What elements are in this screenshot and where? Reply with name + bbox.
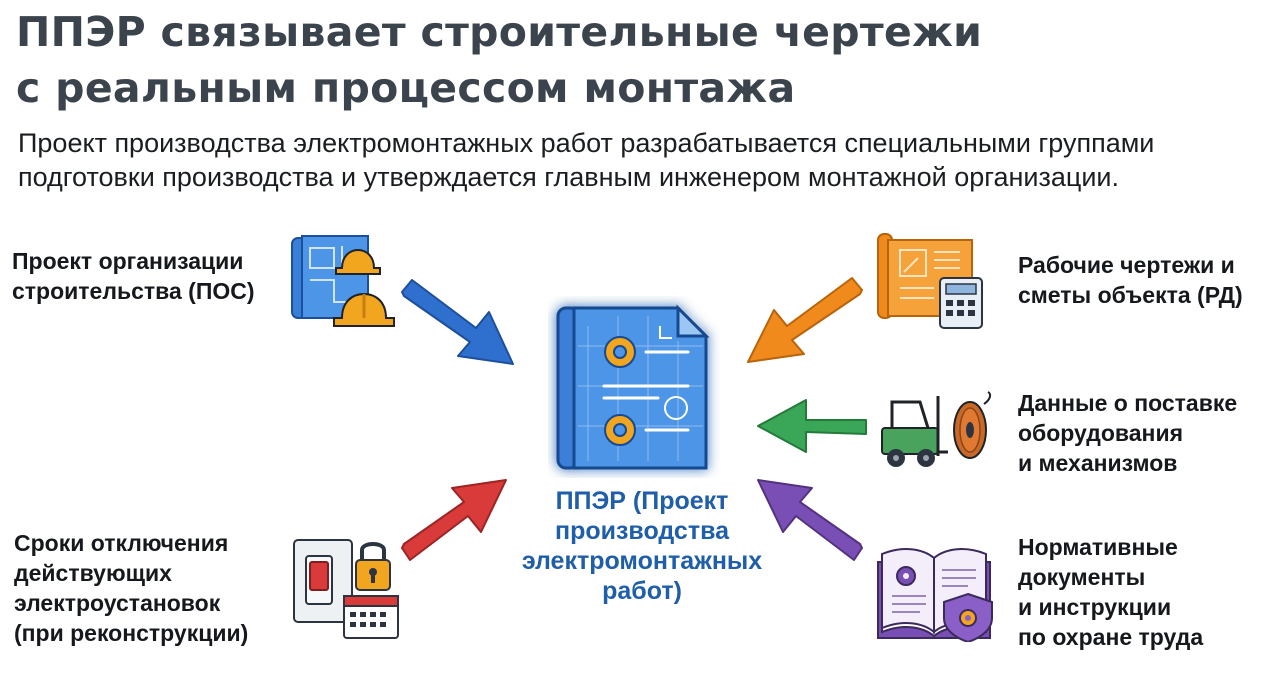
input-norms-line-1: Нормативные <box>1018 534 1178 560</box>
switch-lock-calendar-icon <box>293 539 399 639</box>
ppr-label-line-1: ППЭР (Проект <box>555 487 729 515</box>
input-pos-line-2: строительства (ПОС) <box>12 278 255 304</box>
title-line-1: ППЭР связывает строительные чертежи <box>16 8 983 56</box>
arrow-shutdown <box>401 479 507 561</box>
input-shutdown-line-1: Сроки отключения <box>14 530 229 556</box>
arrow-equipment <box>757 399 867 453</box>
book-shield-icon <box>877 548 993 642</box>
input-shutdown-line-2: действующих <box>14 560 172 586</box>
subtitle-line-2: подготовки производства и утверждается г… <box>18 162 1120 192</box>
input-rd-line-1: Рабочие чертежи и <box>1018 252 1235 278</box>
arrow-pos-shaft <box>401 279 514 365</box>
input-equipment-line-2: оборудования <box>1018 420 1183 446</box>
input-rd-line-2: сметы объекта (РД) <box>1018 282 1243 308</box>
subtitle-line-1: Проект производства электромонтажных раб… <box>18 128 1155 158</box>
arrow-norms-shaft <box>757 479 863 561</box>
input-pos-label: Проект организации строительства (ПОС) <box>12 246 255 306</box>
arrow-rd <box>747 277 863 363</box>
input-norms-line-2: документы <box>1018 564 1146 590</box>
input-equipment-label: Данные о поставке оборудования и механиз… <box>1018 388 1237 478</box>
ppr-label-line-2: производства <box>554 517 730 545</box>
blueprint-hardhat-icon <box>291 235 395 327</box>
drawings-calculator-icon <box>877 233 983 329</box>
arrow-shutdown-shaft <box>401 479 507 561</box>
input-pos-line-1: Проект организации <box>12 248 244 274</box>
input-rd-label: Рабочие чертежи и сметы объекта (РД) <box>1018 250 1243 310</box>
input-shutdown-line-4: (при реконструкции) <box>14 620 249 646</box>
page-subtitle: Проект производства электромонтажных раб… <box>18 126 1258 194</box>
input-norms-line-4: по охране труда <box>1018 624 1204 650</box>
arrow-pos <box>401 279 514 365</box>
input-equipment-line-1: Данные о поставке <box>1018 390 1238 416</box>
arrow-norms <box>757 479 863 561</box>
input-shutdown-label: Сроки отключения действующих электроуста… <box>14 528 248 648</box>
ppr-label: ППЭР (Проект производства электромонтажн… <box>462 486 822 606</box>
ppr-label-line-4: работ) <box>602 577 682 605</box>
ppr-blueprint-gears-icon <box>556 304 710 470</box>
input-shutdown-line-3: электроустановок <box>14 590 221 616</box>
input-equipment-line-3: и механизмов <box>1018 450 1178 476</box>
forklift-cable-reel-icon <box>881 391 992 467</box>
arrow-rd-shaft <box>747 277 863 363</box>
ppr-label-line-3: электромонтажных <box>521 547 763 575</box>
arrow-equipment-shaft <box>757 399 867 453</box>
input-norms-line-3: и инструкции <box>1018 594 1172 620</box>
page-title: ППЭР связывает строительные чертежи с ре… <box>16 4 1256 116</box>
title-line-2: с реальным процессом монтажа <box>16 64 796 112</box>
input-norms-label: Нормативные документы и инструкции по ох… <box>1018 532 1203 652</box>
